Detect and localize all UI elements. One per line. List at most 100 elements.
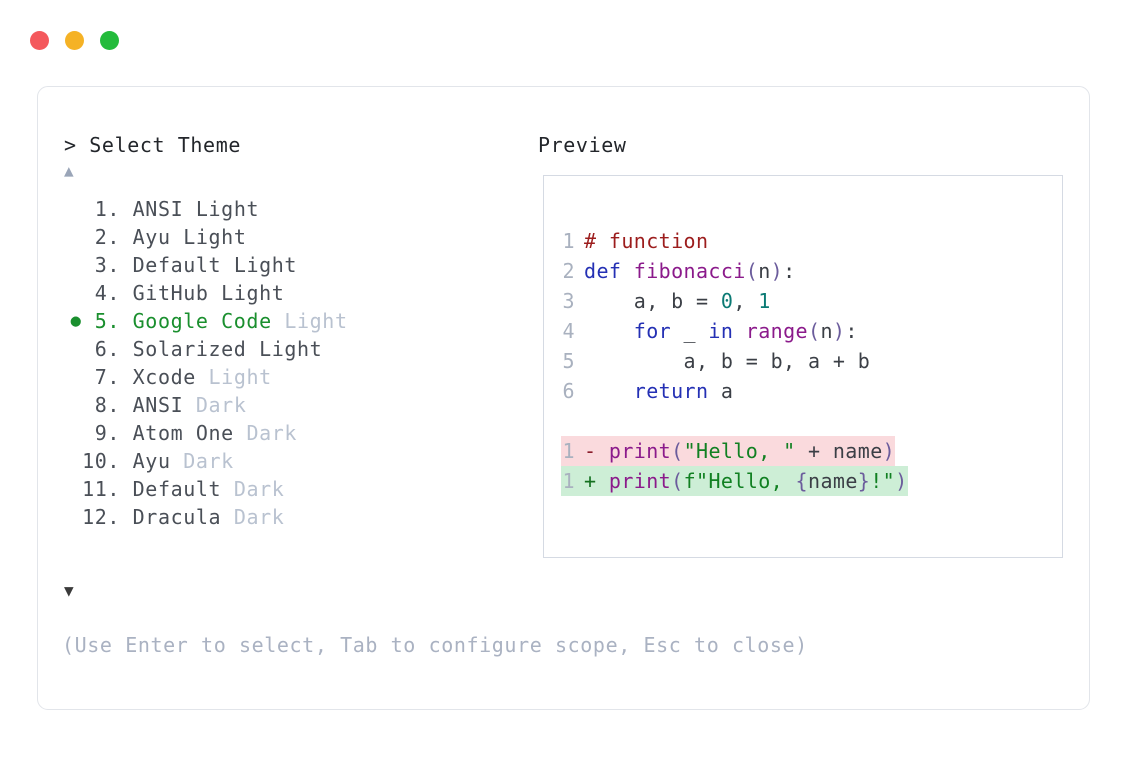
code-token: (: [671, 439, 684, 463]
code-token: {: [795, 469, 808, 493]
theme-item-name: Atom One: [132, 421, 234, 445]
selected-bullet-icon: ●: [70, 311, 82, 331]
spacer: [120, 337, 133, 361]
theme-item-index: 10.: [82, 449, 120, 473]
code-token: ): [895, 469, 908, 493]
theme-list-item[interactable]: 1. ANSI Light: [64, 195, 514, 223]
theme-list-item[interactable]: 8. ANSI Dark: [64, 391, 514, 419]
minimize-dot[interactable]: [65, 31, 84, 50]
theme-item-variant: Dark: [246, 421, 298, 445]
theme-item-index: 9.: [94, 421, 120, 445]
theme-item-name: Ayu: [132, 225, 171, 249]
code-token: range: [745, 319, 808, 343]
close-dot[interactable]: [30, 31, 49, 50]
theme-item-index: 5.: [94, 309, 120, 333]
theme-list-item[interactable]: 7. Xcode Light: [64, 363, 514, 391]
theme-item-name: Default: [132, 253, 222, 277]
code-token: [584, 319, 634, 343]
code-line: 6 return a: [561, 376, 908, 406]
theme-item-index: 3.: [94, 253, 120, 277]
window-controls: [30, 31, 119, 50]
spacer: [246, 337, 259, 361]
code-token: [621, 259, 633, 283]
diff-removed-line: 1- print("Hello, " + name): [561, 436, 896, 466]
theme-item-index: 6.: [94, 337, 120, 361]
spacer: [209, 281, 222, 305]
spacer: [171, 449, 184, 473]
page-title: > Select Theme: [64, 133, 241, 157]
code-token: for: [633, 319, 672, 343]
code-token: 0: [720, 289, 734, 313]
line-number: 6: [562, 379, 575, 403]
theme-item-name: Ayu: [132, 449, 171, 473]
line-number: 5: [562, 349, 575, 373]
theme-item-index: 8.: [94, 393, 120, 417]
diff-marker: +: [584, 469, 609, 493]
theme-list-item[interactable]: 6. Solarized Light: [64, 335, 514, 363]
scroll-up-icon[interactable]: ▲: [64, 161, 74, 180]
code-token: !": [870, 469, 896, 493]
code-token: (: [671, 469, 684, 493]
theme-list-item[interactable]: 4. GitHub Light: [64, 279, 514, 307]
code-token: (: [745, 259, 759, 283]
code-line: 4 for _ in range(n):: [561, 316, 908, 346]
scroll-down-icon[interactable]: ▼: [64, 581, 74, 600]
code-token: def: [584, 259, 622, 283]
spacer: [120, 477, 133, 501]
theme-item-variant: Light: [259, 337, 323, 361]
code-token: :: [783, 259, 796, 283]
theme-item-variant: Light: [233, 253, 298, 277]
spacer: [120, 225, 133, 249]
code-token: }: [857, 469, 871, 493]
theme-item-name: Dracula: [132, 505, 222, 529]
theme-list-item[interactable]: 3. Default Light: [64, 251, 514, 279]
maximize-dot[interactable]: [100, 31, 119, 50]
theme-item-index: 7.: [94, 365, 120, 389]
theme-item-name: Default: [132, 477, 222, 501]
code-spacer: [561, 406, 908, 436]
theme-list-item[interactable]: ●5. Google Code Light: [64, 307, 514, 335]
code-token: + name: [795, 439, 883, 463]
theme-list-item[interactable]: 9. Atom One Dark: [64, 419, 514, 447]
theme-list-item[interactable]: 10. Ayu Dark: [64, 447, 514, 475]
theme-list-item[interactable]: 12. Dracula Dark: [64, 503, 514, 531]
theme-item-index: 4.: [94, 281, 120, 305]
spacer: [171, 225, 184, 249]
code-token: return: [633, 379, 709, 403]
spacer: [120, 281, 133, 305]
spacer: [120, 393, 133, 417]
spacer: [120, 421, 133, 445]
code-token: a: [708, 379, 734, 403]
theme-item-name: Google Code: [132, 309, 272, 333]
spacer: [221, 505, 234, 529]
code-token: ): [770, 259, 784, 283]
theme-item-variant: Light: [183, 225, 247, 249]
code-token: [733, 319, 745, 343]
theme-item-variant: Light: [221, 281, 285, 305]
line-number: 1: [562, 469, 575, 493]
preview-title: Preview: [538, 133, 627, 157]
theme-item-variant: Dark: [183, 449, 234, 473]
spacer: [120, 365, 133, 389]
spacer: [120, 449, 133, 473]
code-token: f"Hello,: [683, 469, 796, 493]
spacer: [234, 421, 247, 445]
code-line: 1# function: [561, 226, 908, 256]
code-token: ,: [733, 289, 759, 313]
theme-item-index: 11.: [82, 477, 120, 501]
spacer: [120, 253, 133, 277]
theme-list-item[interactable]: 2. Ayu Light: [64, 223, 514, 251]
spacer: [120, 197, 133, 221]
spacer: [196, 365, 209, 389]
theme-item-variant: Dark: [195, 393, 247, 417]
code-token: n: [758, 259, 771, 283]
code-token: ): [882, 439, 896, 463]
theme-item-name: Xcode: [132, 365, 196, 389]
code-token: print: [608, 469, 672, 493]
code-token: n: [820, 319, 833, 343]
code-token: _: [671, 319, 709, 343]
theme-list-item[interactable]: 11. Default Dark: [64, 475, 514, 503]
spacer: [272, 309, 285, 333]
